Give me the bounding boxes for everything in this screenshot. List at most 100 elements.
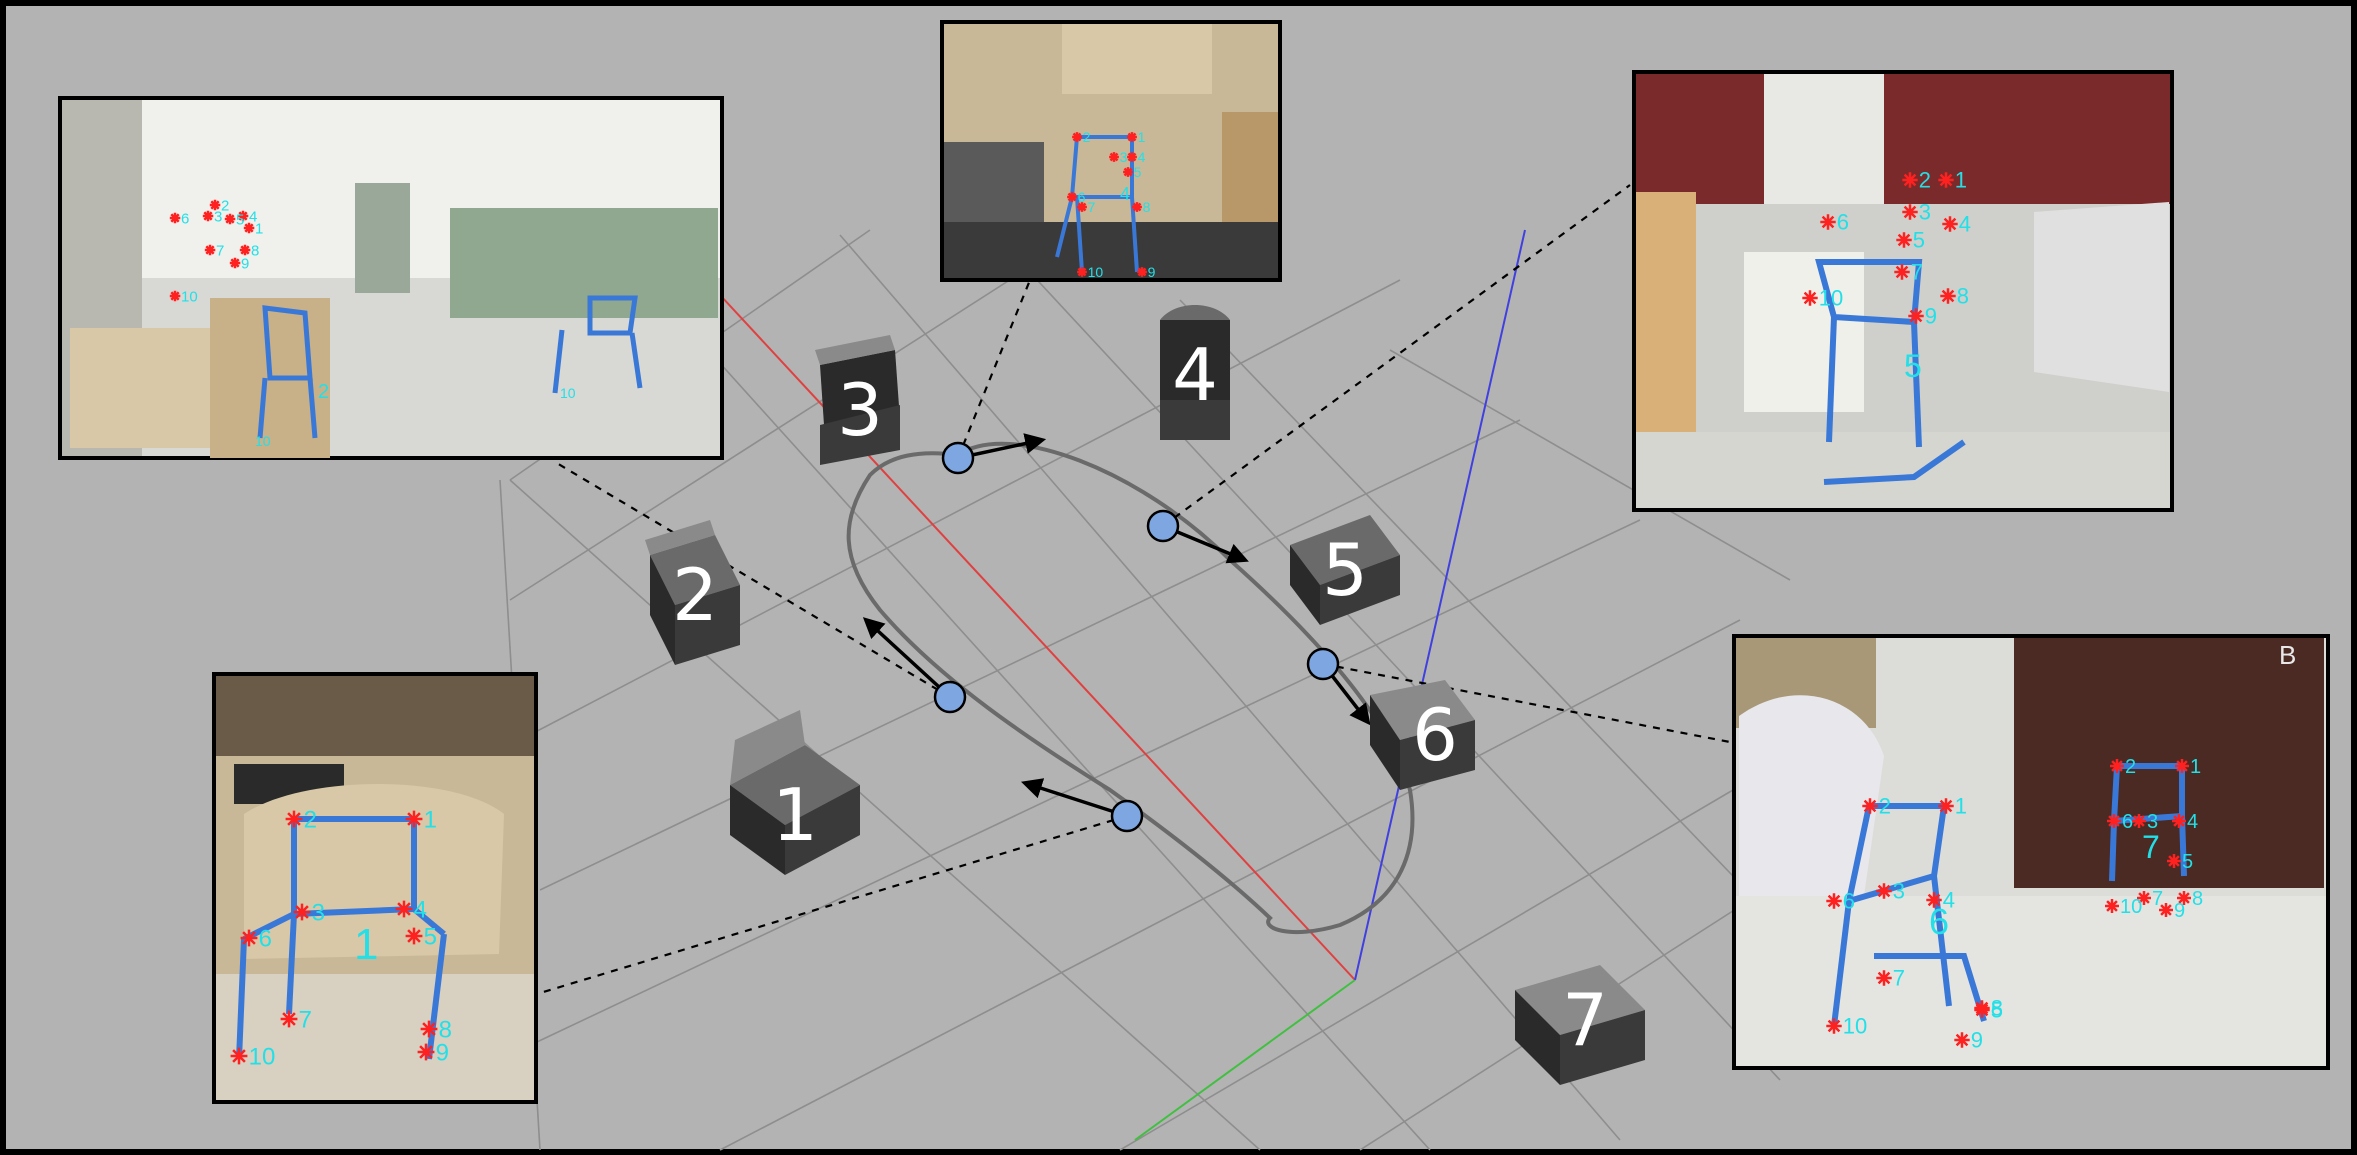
- camera-pose-marker: [941, 441, 975, 475]
- svg-text:6: 6: [1929, 901, 1949, 942]
- keypoint-label: 5: [424, 923, 437, 950]
- keypoint-label: 10: [181, 288, 198, 305]
- chair-model-6: 6: [1370, 680, 1475, 790]
- keypoint-marker: 7: [204, 242, 224, 259]
- keypoint-label: 2: [1083, 129, 1091, 145]
- keypoint-label: 9: [436, 1039, 449, 1066]
- svg-text:10: 10: [560, 385, 576, 401]
- chair-models: 1 2 3 4 5: [645, 305, 1645, 1085]
- keypoint-label: 9: [1925, 304, 1937, 329]
- keypoint-label: 8: [1143, 199, 1151, 215]
- keypoint-marker: 10: [169, 288, 198, 305]
- y-axis-line: [1134, 979, 1356, 1141]
- keypoint-marker: 9: [1908, 304, 1937, 329]
- keypoint-marker: 5: [1896, 228, 1925, 253]
- camera-pose-2: [1146, 509, 1249, 564]
- keypoint-marker: 8: [1132, 199, 1151, 215]
- keypoint-label: 5: [1913, 228, 1925, 253]
- keypoint-label: 4: [249, 208, 257, 225]
- keypoint-marker: 1: [1127, 129, 1146, 145]
- inset-leader-lines: [539, 184, 1731, 995]
- keypoint-marker: 4: [1942, 212, 1971, 237]
- keypoint-marker: 2: [1902, 168, 1931, 193]
- chair-label-3: 3: [837, 368, 883, 452]
- svg-text:1: 1: [354, 920, 378, 969]
- keypoint-marker: 7: [2137, 888, 2163, 910]
- keypoint-marker: 2: [1072, 129, 1091, 145]
- svg-text:4: 4: [1120, 184, 1130, 204]
- keypoint-label: 2: [2125, 756, 2136, 778]
- door-sign: B: [2279, 640, 2296, 670]
- keypoint-marker: 1: [1938, 168, 1967, 193]
- keypoint-label: 8: [251, 242, 259, 259]
- keypoint-marker: 9: [1137, 264, 1156, 280]
- keypoint-label: 5: [1991, 998, 2003, 1023]
- keypoint-label: 9: [241, 255, 249, 272]
- chair-label-1: 1: [772, 773, 818, 857]
- keypoint-label: 10: [1819, 286, 1843, 311]
- svg-text:7: 7: [2142, 829, 2160, 865]
- keypoint-label: 3: [2147, 811, 2158, 833]
- camera-poses: [862, 433, 1371, 833]
- keypoint-label: 7: [299, 1006, 312, 1033]
- camera-pose-marker: [1146, 509, 1180, 543]
- keypoint-marker: 10: [1077, 264, 1103, 280]
- keypoint-label: 10: [249, 1043, 276, 1070]
- keypoint-marker: 3: [1876, 879, 1905, 904]
- keypoint-marker: 2: [2110, 756, 2136, 778]
- keypoint-label: 6: [1078, 189, 1086, 205]
- chair-model-5: 5: [1290, 515, 1400, 625]
- keypoint-label: 8: [1991, 996, 2003, 1021]
- chair-model-4: 4: [1160, 305, 1230, 440]
- keypoint-marker: 8: [239, 242, 259, 259]
- keypoint-label: 1: [255, 220, 263, 237]
- keypoint-label: 2: [304, 806, 317, 833]
- chair-label-5: 5: [1322, 528, 1368, 612]
- keypoint-marker: 8: [1940, 284, 1969, 309]
- ground-grid: [499, 229, 1901, 1151]
- keypoint-label: 6: [1843, 889, 1855, 914]
- keypoint-marker: 1: [1938, 794, 1967, 819]
- keypoint-label: 6: [181, 210, 189, 227]
- keypoint-marker: 1: [243, 220, 263, 237]
- keypoint-marker: 6: [240, 925, 272, 952]
- keypoint-marker: 7: [1876, 966, 1905, 991]
- keypoint-label: 3: [312, 899, 325, 926]
- keypoint-marker: 8: [1974, 996, 2003, 1021]
- keypoint-label: 1: [424, 806, 437, 833]
- keypoint-marker: 10: [230, 1043, 276, 1070]
- keypoint-label: 9: [1148, 264, 1156, 280]
- inset-bottom-right: B 6 7: [1732, 634, 2330, 1070]
- keypoint-marker: 3: [1109, 149, 1128, 165]
- keypoint-marker: 2: [285, 806, 317, 833]
- keypoint-marker: 10: [1802, 286, 1843, 311]
- keypoint-label: 7: [1893, 966, 1905, 991]
- z-axis-line: [1354, 229, 1526, 981]
- keypoint-label: 1: [1138, 129, 1146, 145]
- keypoint-label: 10: [1088, 264, 1104, 280]
- camera-pose-marker: [933, 680, 967, 714]
- camera-pose-3: [1306, 647, 1371, 726]
- keypoint-label: 5: [2182, 851, 2193, 873]
- camera-pose-4: [1021, 778, 1144, 833]
- keypoint-marker: 4: [1926, 888, 1955, 913]
- keypoint-label: 8: [439, 1016, 452, 1043]
- keypoint-label: 9: [1971, 1028, 1983, 1053]
- keypoint-marker: 5: [2167, 851, 2193, 873]
- keypoint-label: 8: [1957, 284, 1969, 309]
- inset-top-left: 2 10 10: [58, 96, 724, 460]
- keypoint-label: 10: [1843, 1014, 1867, 1039]
- keypoint-label: 1: [2190, 756, 2201, 778]
- keypoint-label: 2: [1919, 168, 1931, 193]
- keypoint-marker: 4: [2172, 811, 2198, 833]
- keypoint-marker: 5: [224, 211, 244, 228]
- keypoint-marker: 7: [1894, 260, 1923, 285]
- keypoint-label: 3: [1893, 879, 1905, 904]
- keypoint-marker: 9: [417, 1039, 449, 1066]
- keypoint-label: 3: [1120, 149, 1128, 165]
- keypoint-marker: 7: [280, 1006, 312, 1033]
- camera-pose-marker: [1110, 799, 1144, 833]
- chair-label-7: 7: [1562, 978, 1608, 1062]
